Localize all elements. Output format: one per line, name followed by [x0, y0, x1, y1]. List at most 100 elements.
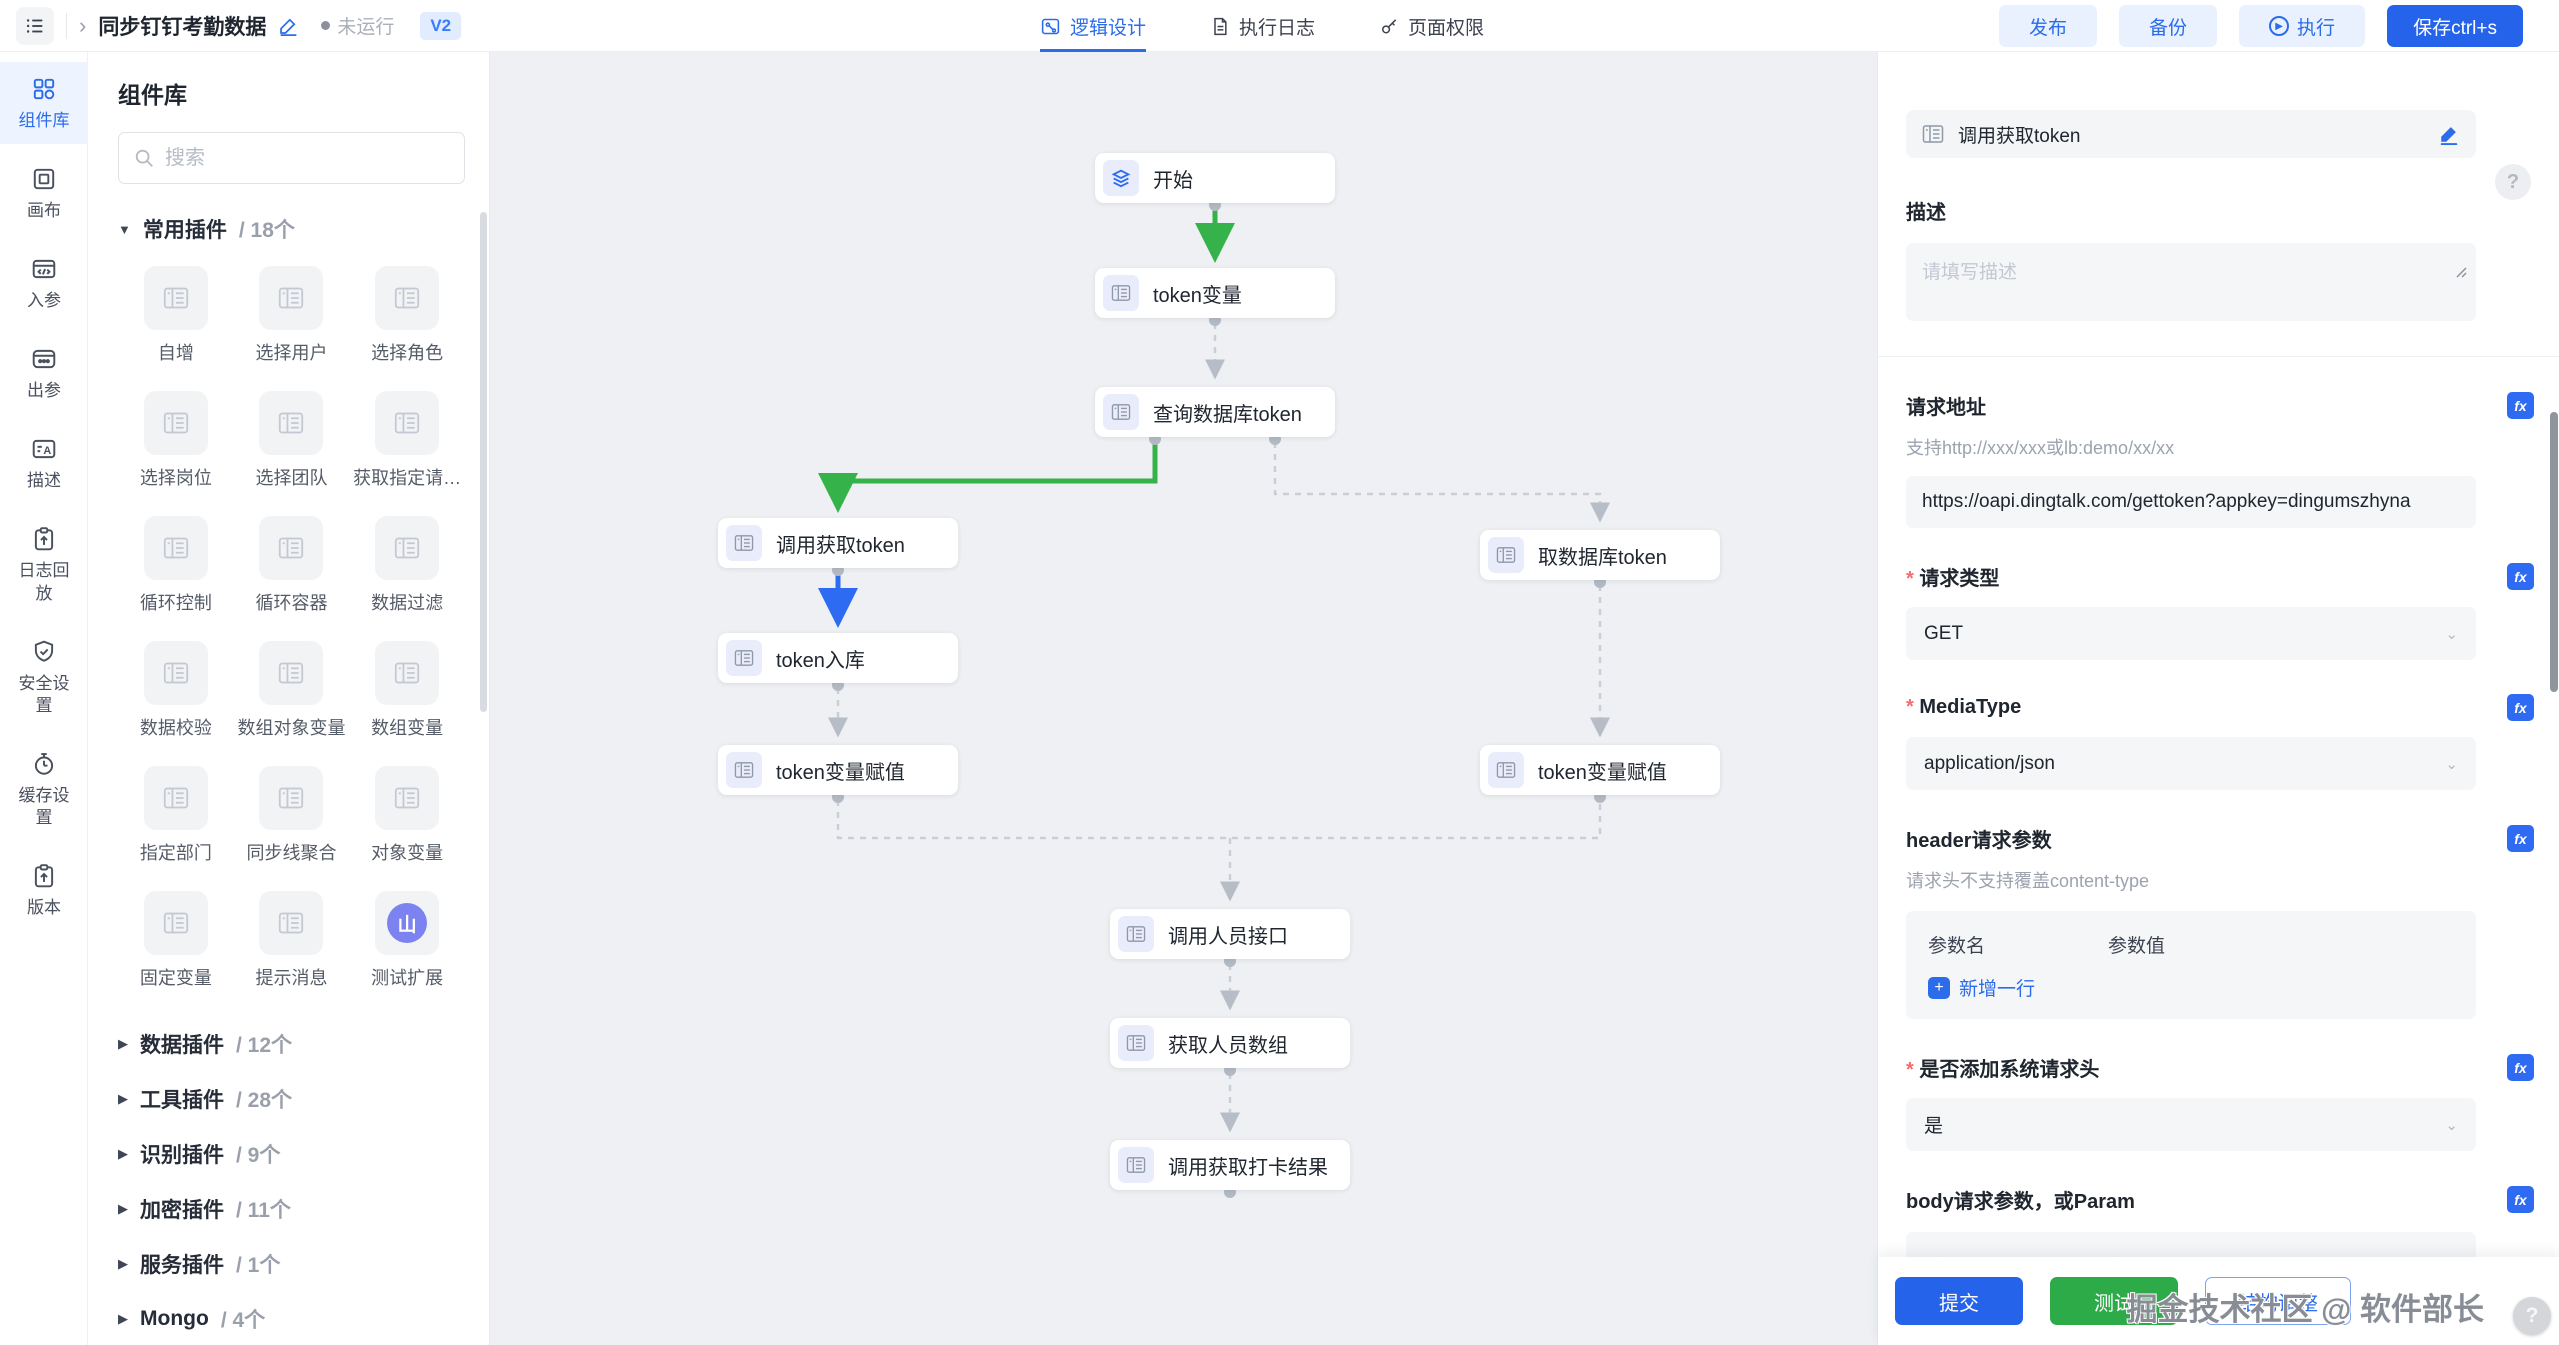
- help-icon[interactable]: ?: [2495, 164, 2531, 200]
- log-replay-icon: [34, 527, 54, 551]
- plugin-card[interactable]: 数据校验: [118, 641, 234, 740]
- flow-node-get-user-array[interactable]: 获取人员数组: [1110, 1018, 1350, 1068]
- topbar: › 同步钉钉考勤数据 未运行 V2 逻辑设计: [0, 0, 2559, 52]
- panel-scrollbar[interactable]: [480, 212, 487, 712]
- fx-icon[interactable]: fx: [2507, 694, 2534, 721]
- node-icon: [1126, 1157, 1146, 1173]
- flow-node-get-punch-result[interactable]: 调用获取打卡结果: [1110, 1140, 1350, 1190]
- panel-title: 组件库: [118, 82, 187, 108]
- plugin-card[interactable]: 选择岗位: [118, 391, 234, 490]
- menu-icon[interactable]: [16, 6, 54, 45]
- save-button[interactable]: 保存ctrl+s: [2387, 5, 2523, 47]
- rail-item-output-params[interactable]: 出参: [0, 332, 88, 414]
- flow-node-token-assign-left[interactable]: token变量赋值: [718, 745, 958, 795]
- fx-icon[interactable]: fx: [2507, 1186, 2534, 1213]
- sys-header-value: 是: [1924, 1116, 1944, 1137]
- add-header-param-row[interactable]: + 新增一行: [1928, 974, 2454, 1001]
- section-data-plugins[interactable]: ▶ 数据插件 / 12个: [118, 1033, 293, 1057]
- section-recognition-plugins[interactable]: ▶ 识别插件 / 9个: [118, 1143, 281, 1167]
- topbar-actions: 发布 备份 ▶ 执行 保存ctrl+s: [1999, 0, 2523, 52]
- fx-icon[interactable]: fx: [2507, 1054, 2534, 1081]
- plugin-card[interactable]: 对象变量: [349, 766, 465, 865]
- request-url-input[interactable]: [1906, 476, 2476, 528]
- section-mongo[interactable]: ▶ Mongo / 4个: [118, 1306, 266, 1332]
- rail-label: 版本: [27, 898, 61, 918]
- publish-button[interactable]: 发布: [1999, 5, 2098, 47]
- plugin-card[interactable]: 选择用户: [234, 266, 350, 365]
- inspector-scroll-area: 调用获取token 描述 请求地址 fx 支持http://xxx/xxx或lb…: [1878, 52, 2559, 1257]
- plugin-card[interactable]: 获取指定请…: [349, 391, 465, 490]
- section-tool-plugins[interactable]: ▶ 工具插件 / 28个: [118, 1088, 293, 1112]
- rail-label: 安全设置: [18, 673, 70, 715]
- structure-adjust-button[interactable]: 结构调整: [2205, 1277, 2351, 1325]
- plugin-card[interactable]: 循环控制: [118, 516, 234, 615]
- rail-label: 出参: [27, 381, 61, 401]
- plugin-card[interactable]: 数据过滤: [349, 516, 465, 615]
- plugin-card[interactable]: 数组对象变量: [234, 641, 350, 740]
- rail-item-cache-settings[interactable]: 缓存设置: [0, 737, 88, 841]
- rail-item-versions[interactable]: 版本: [0, 849, 88, 931]
- plugin-card[interactable]: 提示消息: [234, 891, 350, 990]
- tab-page-permission[interactable]: 页面权限: [1379, 0, 1484, 52]
- version-badge[interactable]: V2: [420, 11, 462, 40]
- plugin-card[interactable]: 数组变量: [349, 641, 465, 740]
- sys-header-select[interactable]: 是 ⌄: [1906, 1098, 2476, 1151]
- fx-icon[interactable]: fx: [2507, 563, 2534, 590]
- plugin-card[interactable]: 固定变量: [118, 891, 234, 990]
- flow-node-query-db-token[interactable]: 查询数据库token: [1095, 387, 1335, 437]
- tab-logic-design[interactable]: 逻辑设计: [1040, 0, 1146, 52]
- request-method-select[interactable]: GET ⌄: [1906, 607, 2476, 660]
- flow-node-token-assign-right[interactable]: token变量赋值: [1480, 745, 1720, 795]
- plugin-card[interactable]: 选择角色: [349, 266, 465, 365]
- stopwatch-icon: [34, 752, 54, 775]
- rail-item-description[interactable]: A 描述: [0, 422, 88, 504]
- description-textarea[interactable]: [1906, 243, 2476, 321]
- rail-item-canvas[interactable]: 画布: [0, 152, 88, 234]
- plugin-icon: [279, 287, 304, 309]
- flow-node-get-db-token[interactable]: 取数据库token: [1480, 530, 1720, 580]
- plugin-card[interactable]: 选择团队: [234, 391, 350, 490]
- divider: [66, 12, 67, 39]
- rail-item-security-settings[interactable]: 安全设置: [0, 625, 88, 729]
- flow-node-token-var[interactable]: token变量: [1095, 268, 1335, 318]
- plugin-card-test-extension[interactable]: 山测试扩展: [349, 891, 465, 990]
- request-url-label: 请求地址: [1906, 397, 1986, 419]
- rail-item-input-params[interactable]: 入参: [0, 242, 88, 324]
- plugin-card[interactable]: 同步线聚合: [234, 766, 350, 865]
- request-url-hint: 支持http://xxx/xxx或lb:demo/xx/xx: [1906, 438, 2175, 458]
- rail-item-component-library[interactable]: 组件库: [0, 62, 88, 145]
- section-common-plugins[interactable]: ▼ 常用插件 / 18个: [118, 214, 465, 244]
- section-service-plugins[interactable]: ▶ 服务插件 / 1个: [118, 1253, 281, 1277]
- plugin-card[interactable]: 指定部门: [118, 766, 234, 865]
- plugin-card[interactable]: 自增: [118, 266, 234, 365]
- plugin-icon: [395, 287, 420, 309]
- submit-button[interactable]: 提交: [1895, 1277, 2023, 1325]
- tab-exec-log[interactable]: 执行日志: [1210, 0, 1315, 52]
- textarea-resize-icon[interactable]: [2453, 264, 2467, 278]
- search-input[interactable]: [165, 146, 415, 170]
- run-button[interactable]: ▶ 执行: [2239, 5, 2366, 47]
- node-icon: [734, 535, 754, 551]
- flow-canvas[interactable]: 开始 token变量 查询数据库token 调用获取token token入库 …: [490, 52, 1877, 1345]
- plugin-icon: [395, 537, 420, 559]
- plugin-card[interactable]: 循环容器: [234, 516, 350, 615]
- test-button[interactable]: 测试: [2050, 1277, 2178, 1325]
- page-title: 同步钉钉考勤数据: [98, 15, 267, 39]
- run-status: 未运行: [321, 12, 394, 39]
- flow-node-start[interactable]: 开始: [1095, 153, 1335, 203]
- edit-node-name-icon[interactable]: [2438, 123, 2460, 145]
- media-type-select[interactable]: application/json ⌄: [1906, 737, 2476, 790]
- plugin-grid: 自增 选择用户 选择角色 选择岗位 选择团队 获取指定请… 循环控制 循环容器 …: [118, 266, 465, 990]
- inspector-scrollbar[interactable]: [2550, 412, 2558, 692]
- section-encryption-plugins[interactable]: ▶ 加密插件 / 11个: [118, 1198, 291, 1222]
- request-method-label: 请求类型: [1906, 562, 1999, 591]
- flow-node-call-get-token[interactable]: 调用获取token: [718, 518, 958, 568]
- backup-button[interactable]: 备份: [2119, 5, 2218, 47]
- fx-icon[interactable]: fx: [2507, 392, 2534, 419]
- flow-node-token-store[interactable]: token入库: [718, 633, 958, 683]
- flow-node-call-user-api[interactable]: 调用人员接口: [1110, 909, 1350, 959]
- search-box[interactable]: [118, 132, 465, 184]
- fx-icon[interactable]: fx: [2507, 825, 2534, 852]
- edit-title-icon[interactable]: [278, 15, 299, 36]
- rail-item-log-replay[interactable]: 日志回放: [0, 512, 88, 616]
